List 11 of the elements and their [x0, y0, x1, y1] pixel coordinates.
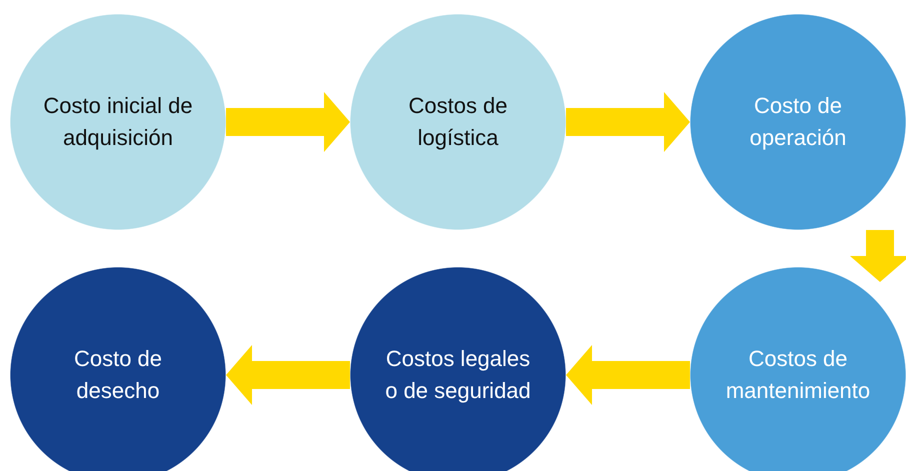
- cost-label: Costos legales o de seguridad: [384, 345, 532, 405]
- cost-label: Costos de mantenimiento: [724, 345, 872, 405]
- block-arrow: [850, 230, 906, 282]
- cost-label: Costo de desecho: [72, 345, 164, 405]
- block-arrow: [226, 92, 350, 152]
- block-arrow: [226, 345, 350, 405]
- block-arrow: [566, 345, 690, 405]
- cost-label: Costo inicial de adquisición: [42, 92, 194, 152]
- cost-label: Costos de logística: [407, 92, 509, 152]
- cost-label: Costo de operación: [748, 92, 848, 152]
- block-arrow: [566, 92, 690, 152]
